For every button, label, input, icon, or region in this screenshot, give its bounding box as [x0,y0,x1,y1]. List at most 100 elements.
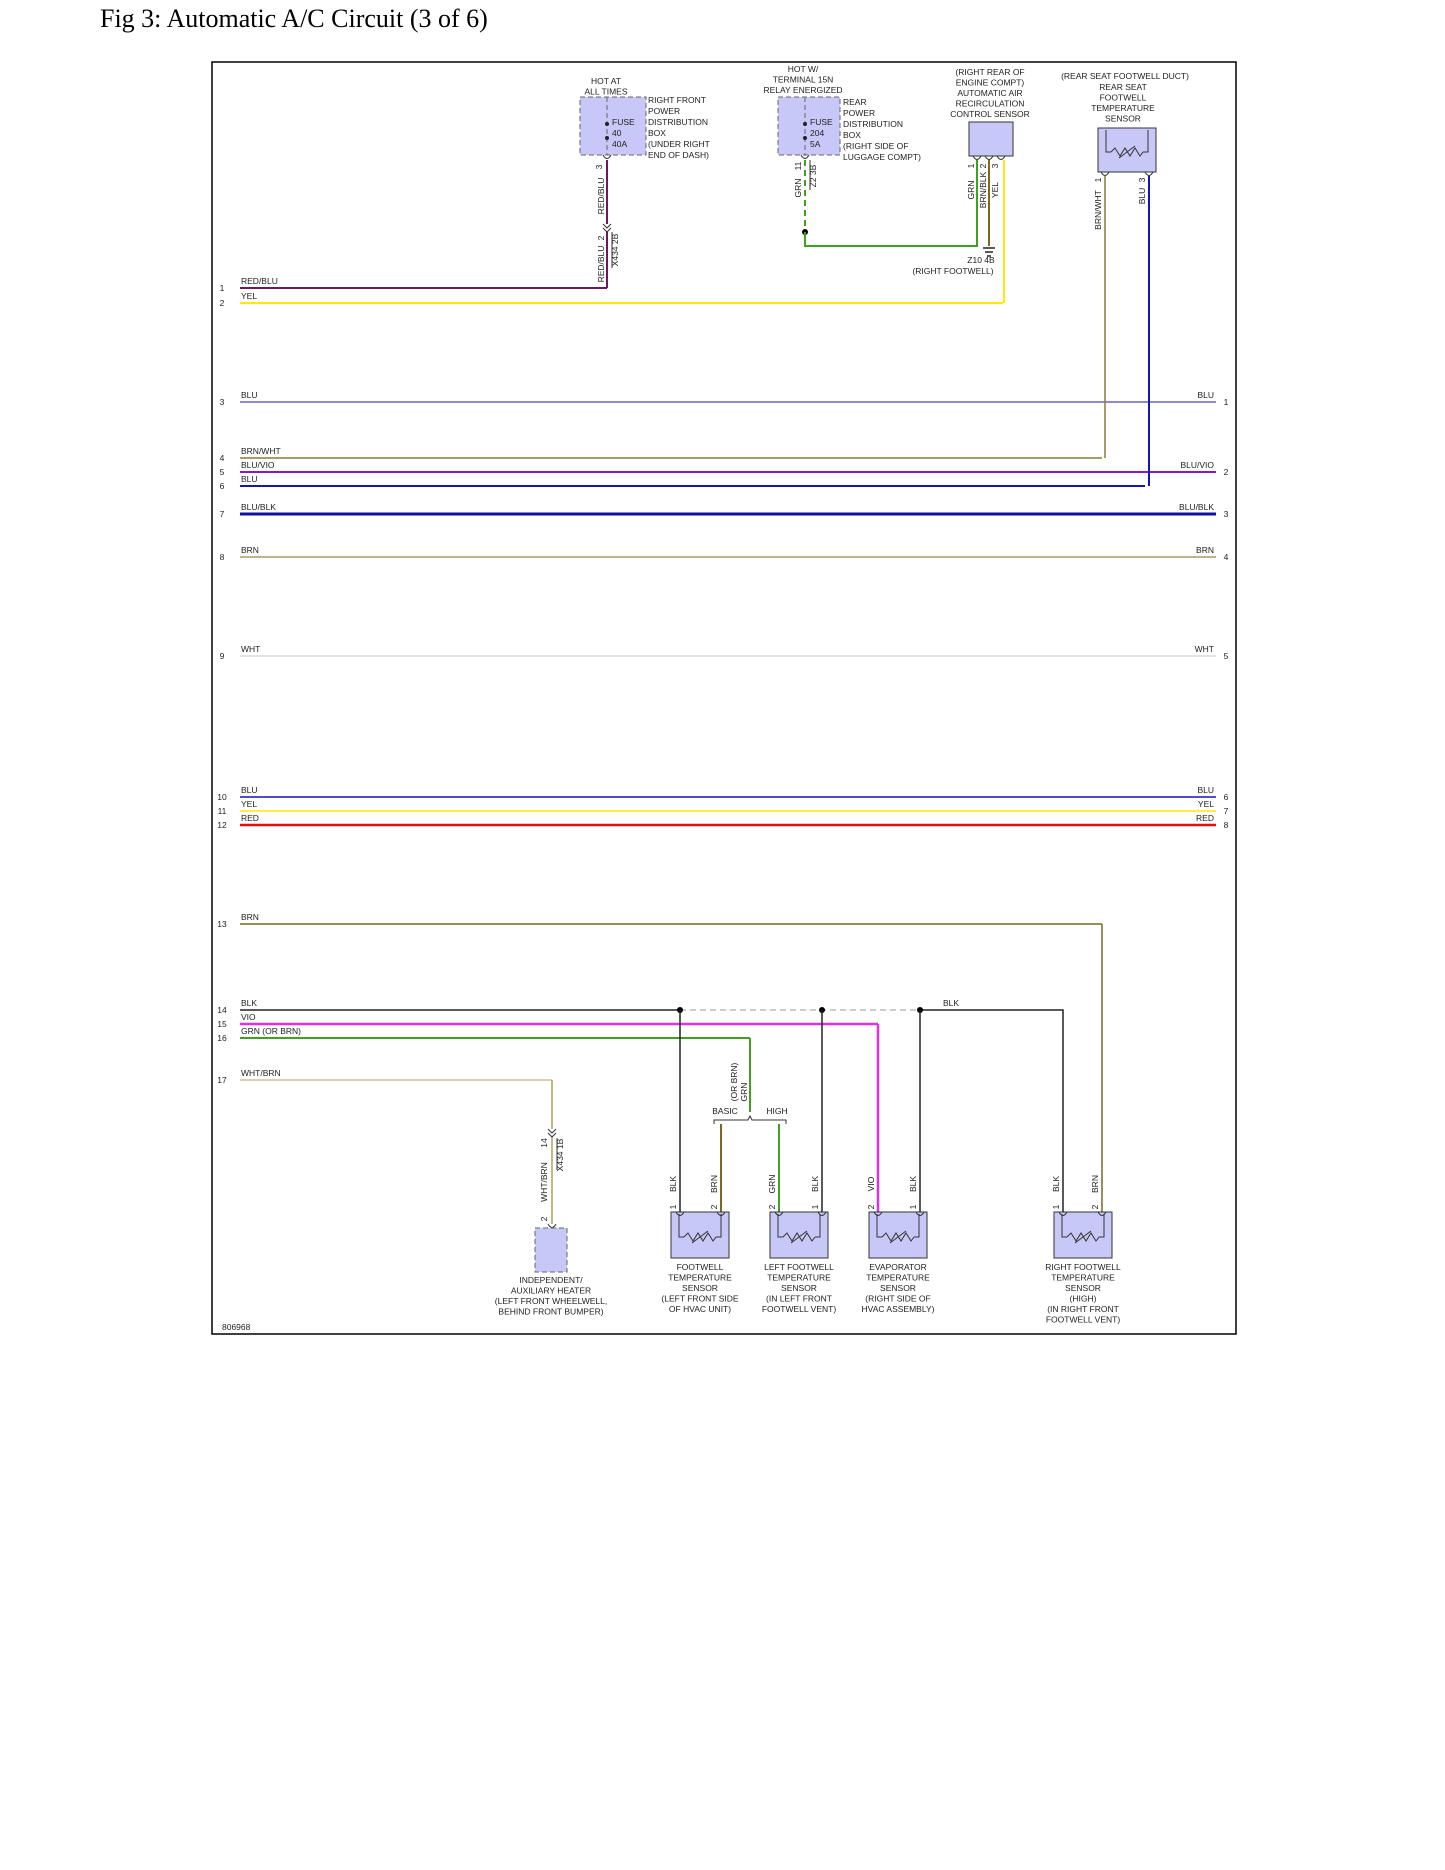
evap-sensor-label-line: EVAPORATOR [869,1262,927,1272]
fuse40-wire-label: RED/BLU [596,178,606,215]
left-terminal-number: 3 [220,397,225,407]
left-footwell-sensor-label-line: (IN LEFT FRONT [766,1294,832,1304]
fuse40-rating-label-line: FUSE [612,117,635,127]
ground-location-label-line: (RIGHT FOOTWELL) [912,266,993,276]
fuse204-box [777,96,841,156]
ground-id-label-line: Z10 4B [967,255,995,265]
thermistor-arrow-icon [1118,145,1136,159]
connector-pin-number: 2 [596,235,606,240]
right-wire-label: BLU/BLK [1179,502,1214,512]
connector-pin-icon [675,1211,685,1216]
left-wire-label: RED/BLU [241,276,278,286]
connector-pin-icon [547,1223,557,1228]
left-wire-label: WHT/BRN [241,1068,281,1078]
left-wire-label: BRN [241,912,259,922]
right-terminal-number: 1 [1224,397,1229,407]
connector-pin-icon [873,1211,883,1216]
left-terminal-number: 10 [217,792,227,802]
heater-label-line: INDEPENDENT/ [519,1275,583,1285]
diagram-id-label: 806968 [222,1322,251,1332]
right-wire-label: WHT [1195,644,1214,654]
right-footwell-sensor-pin-number: 2 [1090,1204,1100,1209]
left-wire-label: RED [241,813,259,823]
fuse204-hot-label-line: HOT W/ [788,64,819,74]
fuse204-description-line: BOX [843,130,861,140]
recirc-sensor-body [968,121,1014,157]
right-wire-label: BLU [1197,390,1214,400]
right-terminal-number: 6 [1224,792,1229,802]
left-wire-label: BLU [241,390,258,400]
connector-pin-icon [1058,1211,1068,1216]
high-label: HIGH [766,1106,787,1116]
fuse204-description-line: POWER [843,108,875,118]
right-footwell-sensor-wire-label: BRN [1090,1175,1100,1193]
evap-sensor-pin-number: 2 [866,1204,876,1209]
footwell-sensor-label-line: TEMPERATURE [668,1273,732,1283]
sensor-internal-wiring [678,1214,722,1238]
thermistor-arrow-icon [790,1230,808,1244]
rear-sensor-label-line: FOOTWELL [1100,93,1147,103]
heater-wire-label: WHT/BRN [539,1162,549,1202]
sensor-internal-wiring [1061,1214,1105,1238]
footwell-sensor-wire-label: BLK [668,1176,678,1192]
fuse204-description-line: (RIGHT SIDE OF [843,141,909,151]
fuse40-description-line: (UNDER RIGHT [648,139,710,149]
right-footwell-sensor-label-line: FOOTWELL VENT) [1046,1315,1120,1325]
recirc-grn-wire [804,160,978,247]
connector-pin-icon [1100,171,1110,176]
connector-pin-icon [915,1211,925,1216]
recirc-sensor-label-line: RECIRCULATION [956,99,1025,109]
recirc-wire-label: YEL [990,182,1000,198]
split-brace-icon [713,1114,787,1124]
heater-label-line: BEHIND FRONT BUMPER) [498,1307,603,1317]
thermistor-arrow-icon [1074,1230,1092,1244]
recirc-sensor-label-line: (RIGHT REAR OF [955,67,1024,77]
ground-icon [983,247,995,257]
footwell-sensor-label-line: FOOTWELL [677,1262,724,1272]
diagram-frame [211,61,1237,1335]
right-footwell-sensor-wire-label: BLK [1051,1176,1061,1192]
recirc-sensor-label-line: CONTROL SENSOR [950,109,1030,119]
evap-sensor-label-line: TEMPERATURE [866,1273,930,1283]
connector-pin-icon [1144,171,1154,176]
left-terminal-number: 6 [220,481,225,491]
footwell-sensor-wire-label: BRN [709,1175,719,1193]
fuse40-wire-label: RED/BLU [596,246,606,283]
rear-sensor-location-line: (REAR SEAT FOOTWELL DUCT) [1061,71,1189,81]
left-footwell-sensor-label-line: TEMPERATURE [767,1273,831,1283]
fuse40-description-line: RIGHT FRONT [648,95,706,105]
left-footwell-sensor-body [769,1211,829,1259]
rear-sensor-pin-number: 3 [1137,177,1147,182]
evap-sensor-body [868,1211,928,1259]
connector-pin-icon [800,154,810,159]
fuse204-rating-label-line: 5A [810,139,821,149]
heater-pin-number: 2 [539,1216,549,1221]
right-footwell-sensor-pin-number: 1 [1051,1204,1061,1209]
left-wire-label: BLU/BLK [241,502,276,512]
fuse-icon [803,122,807,126]
recirc-sensor-label-line: ENGINE COMPT) [956,78,1025,88]
left-terminal-number: 16 [217,1033,227,1043]
rear-sensor-wire-label: BRN/WHT [1093,190,1103,230]
sensor-internal-wiring [777,1214,821,1238]
recirc-wire-label: BRN/BLK [978,171,988,208]
left-footwell-sensor-label-line: LEFT FOOTWELL [764,1262,834,1272]
rear-sensor-wire-label: BLU [1137,188,1147,205]
fuse40-pin-number: 3 [594,164,604,169]
inline-connector-icon [602,223,612,233]
right-wire-label: BLU/VIO [1180,460,1214,470]
left-terminal-number: 5 [220,467,225,477]
footwell-sensor-label-line: OF HVAC UNIT) [669,1304,731,1314]
split-wire-label: (OR BRN) [729,1062,739,1101]
fuse204-rating-label-line: 204 [810,128,824,138]
left-footwell-sensor-label-line: SENSOR [781,1283,817,1293]
left-footwell-sensor-wire-label: BLK [810,1176,820,1192]
footwell-sensor-body [670,1211,730,1259]
left-wire-label: BLU [241,785,258,795]
right-terminal-number: 3 [1224,509,1229,519]
left-terminal-number: 15 [217,1019,227,1029]
right-wire-label: YEL [1198,799,1214,809]
connector-pin-icon [817,1211,827,1216]
fuse204-description-line: DISTRIBUTION [843,119,903,129]
evap-sensor-wire-label: VIO [866,1176,876,1191]
